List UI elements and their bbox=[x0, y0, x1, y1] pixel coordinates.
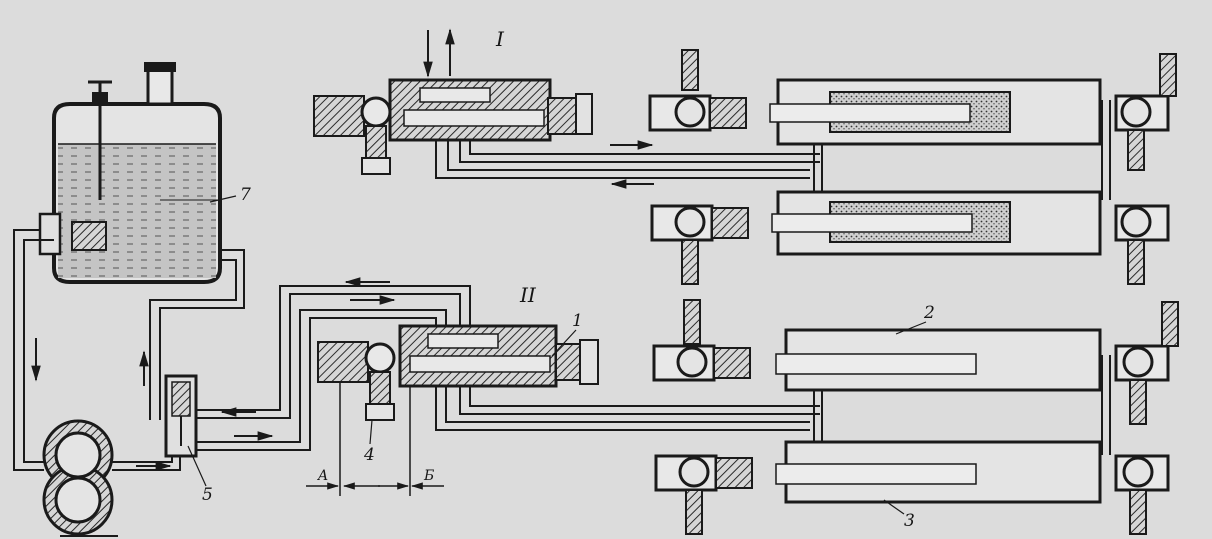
distributor-5 bbox=[164, 374, 198, 458]
valve-unit-ii bbox=[306, 324, 599, 496]
tank bbox=[38, 62, 222, 284]
label-part-4: 4 bbox=[363, 445, 375, 465]
valve-unit-i bbox=[313, 28, 593, 175]
label-part-3: 3 bbox=[904, 511, 915, 531]
brake-cylinder-lower-1 bbox=[652, 299, 1179, 425]
label-section-a: A bbox=[316, 468, 328, 484]
pipelines bbox=[13, 100, 1111, 471]
label-part-7: 7 bbox=[240, 185, 251, 205]
label-part-5: 5 bbox=[202, 485, 213, 505]
label-section-i: I bbox=[495, 27, 505, 51]
label-section-b: Б bbox=[423, 468, 434, 484]
label-section-ii: II bbox=[519, 283, 537, 307]
brake-cylinder-upper-2 bbox=[650, 190, 1170, 285]
label-part-1: 1 bbox=[572, 311, 583, 331]
brake-cylinder-lower-2 bbox=[654, 440, 1170, 535]
gear-pump bbox=[42, 419, 118, 537]
label-part-2: 2 bbox=[923, 303, 935, 323]
flow-arrows bbox=[31, 140, 654, 471]
brake-cylinder-upper-1 bbox=[648, 49, 1177, 171]
